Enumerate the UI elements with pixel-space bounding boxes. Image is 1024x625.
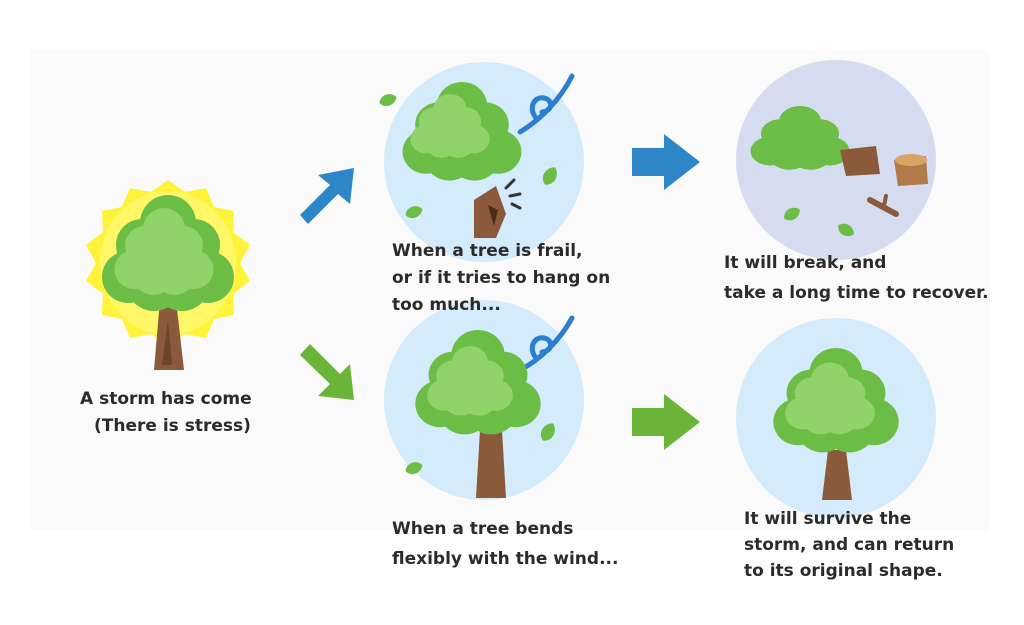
label-line: storm, and can return — [744, 535, 955, 555]
bending-tree-icon — [415, 330, 541, 498]
label-frail-tree: When a tree is frail, or if it tries to … — [392, 238, 610, 319]
label-line: too much... — [392, 295, 501, 315]
broken-tree-icon — [402, 82, 522, 238]
label-line: When a tree is frail, — [392, 241, 583, 261]
label-flexible-tree: When a tree bends flexibly with the wind… — [392, 514, 618, 574]
healthy-tree-icon — [773, 348, 899, 500]
label-line: flexibly with the wind... — [392, 549, 619, 569]
tree-icon — [102, 195, 234, 370]
label-line: or if it tries to hang on — [392, 268, 611, 288]
label-break-outcome: It will break, and take a long time to r… — [724, 248, 989, 308]
arrow-right-icon — [632, 394, 700, 450]
label-line: (There is stress) — [94, 416, 251, 436]
label-line: When a tree bends — [392, 519, 574, 539]
arrow-up-right-icon — [300, 168, 354, 224]
arrow-down-right-icon — [300, 344, 354, 400]
arrow-right-icon — [632, 134, 700, 190]
label-storm: A storm has come (There is stress) — [80, 386, 252, 440]
label-line: take a long time to recover. — [724, 283, 989, 303]
label-line: It will break, and — [724, 253, 887, 273]
label-line: to its original shape. — [744, 561, 943, 581]
wind-swirl-icon — [517, 73, 575, 135]
label-line: A storm has come — [80, 389, 252, 409]
label-line: It will survive the — [744, 509, 912, 529]
fallen-tree-icon — [750, 106, 928, 217]
label-survive-outcome: It will survive the storm, and can retur… — [744, 506, 954, 584]
